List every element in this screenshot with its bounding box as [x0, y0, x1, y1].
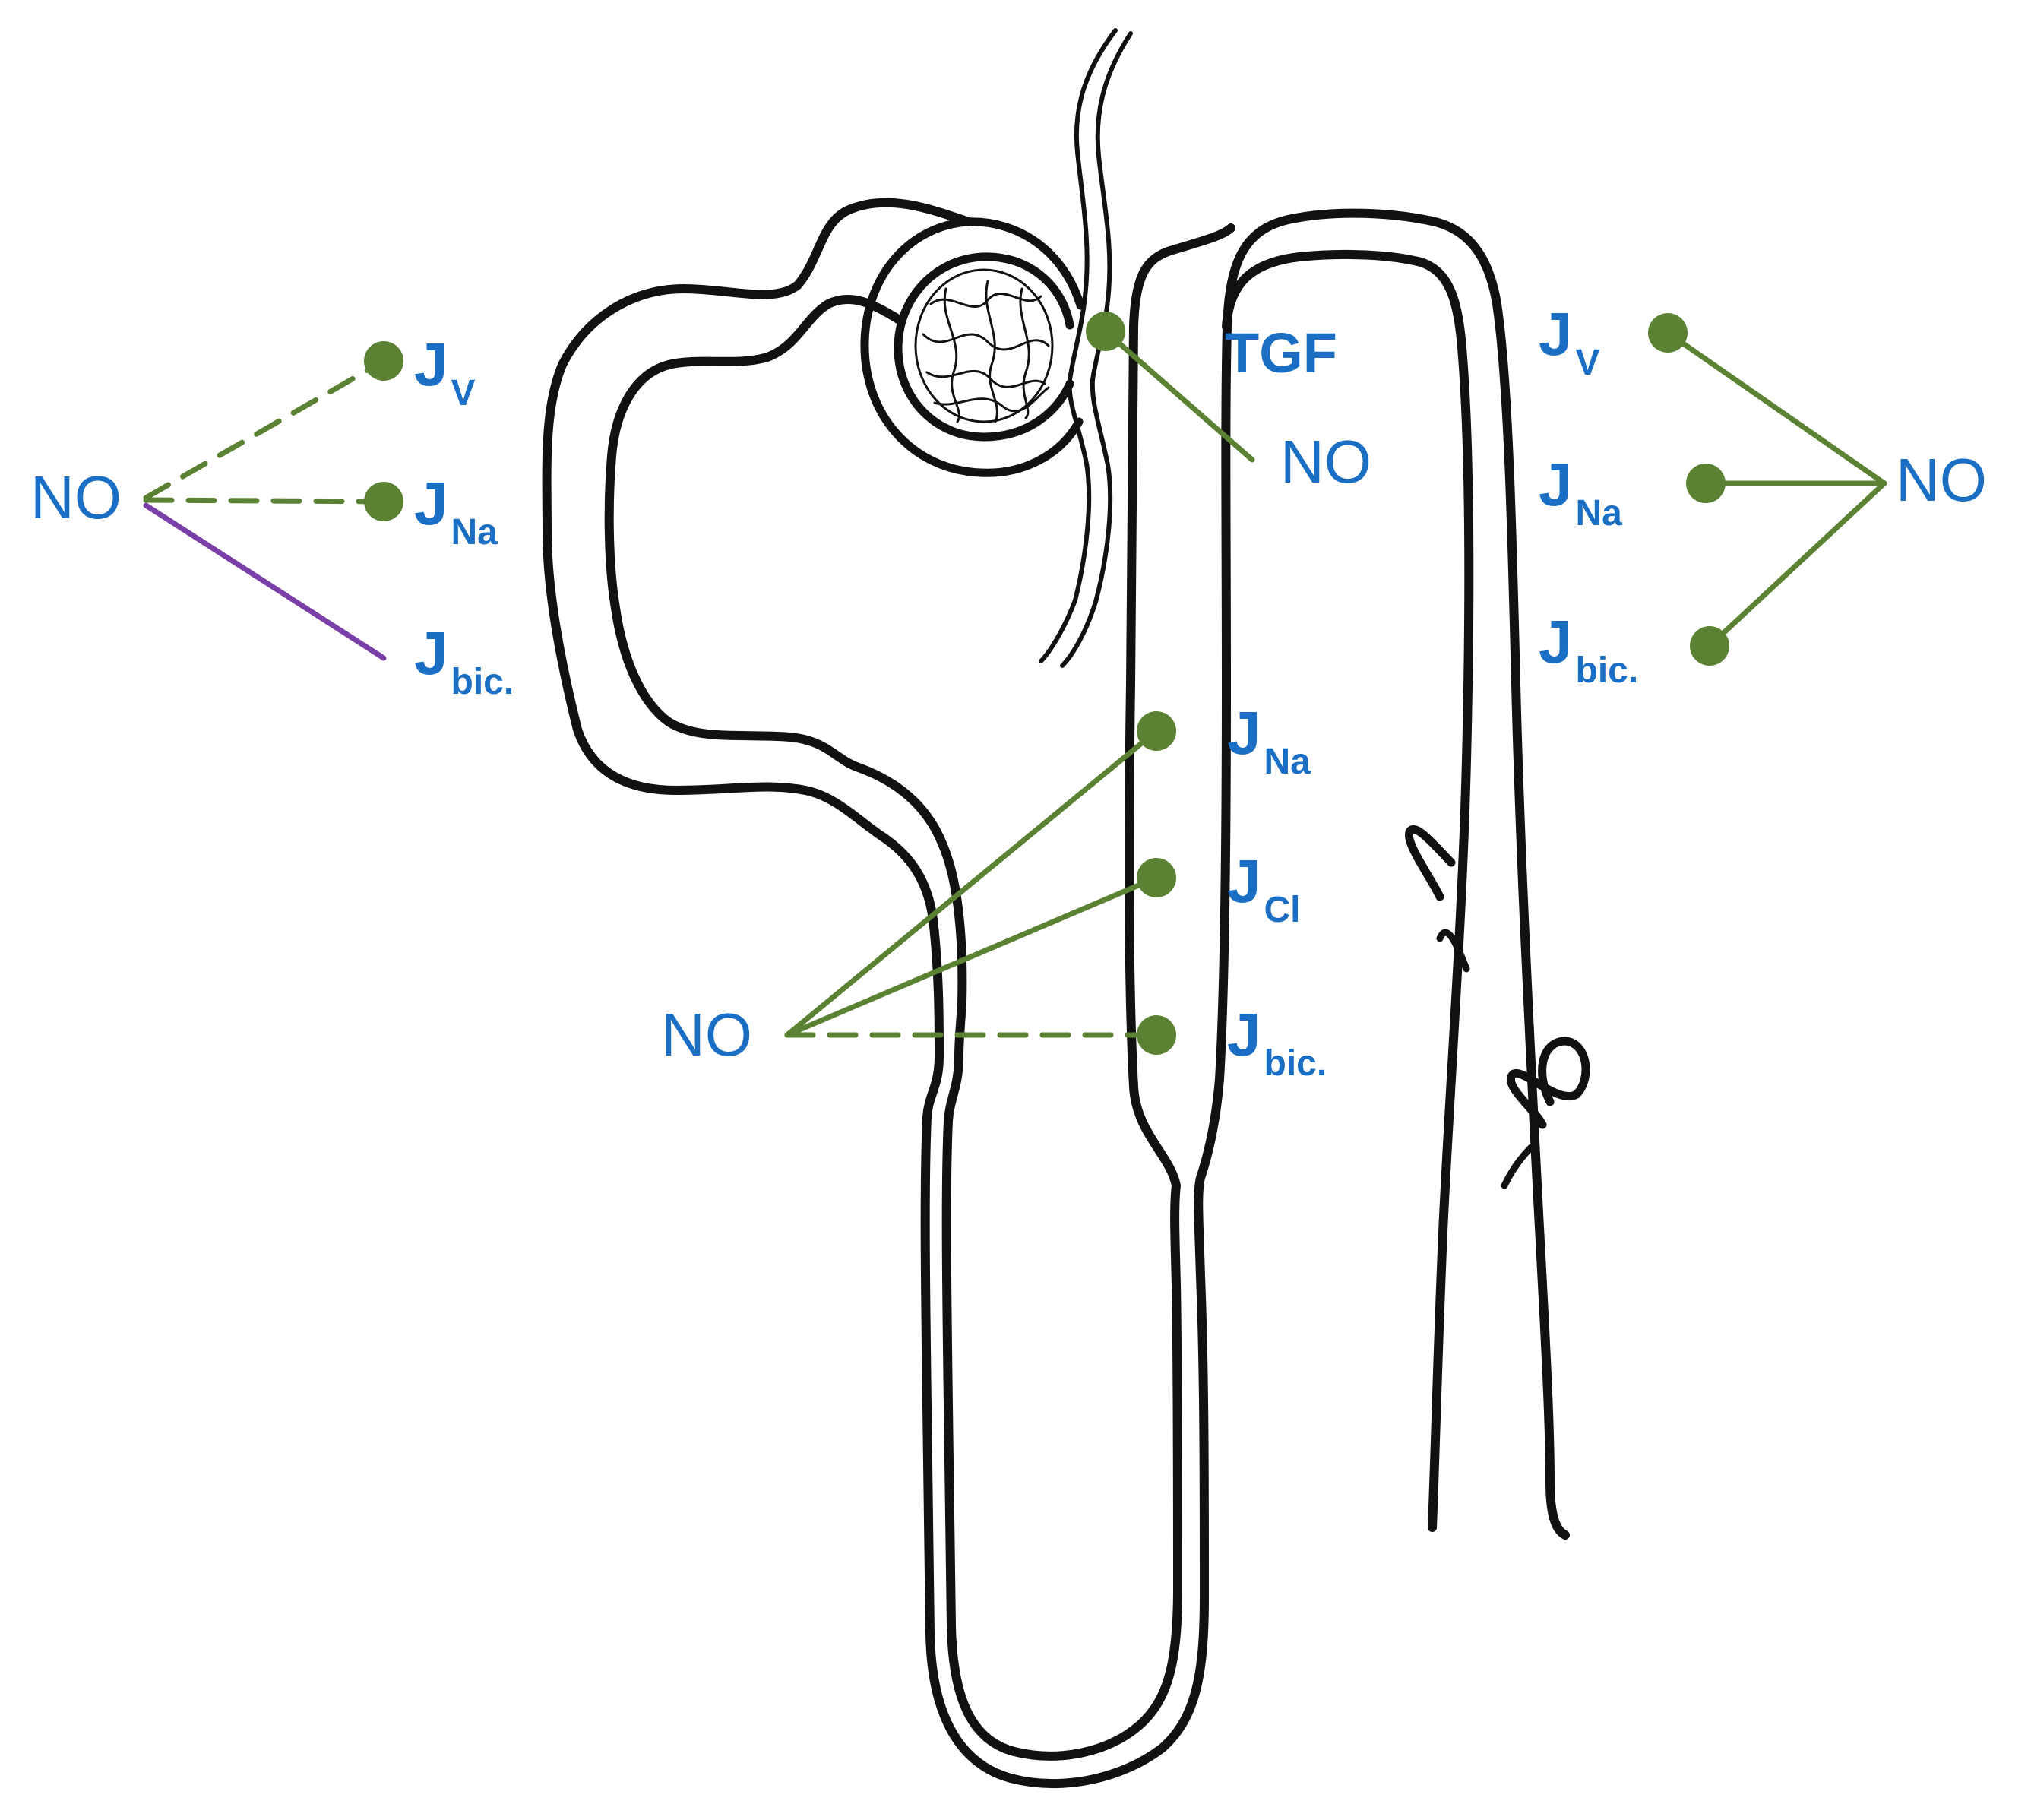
proximal-jv-label: JV [414, 331, 476, 412]
tal-jcl-sub: Cl [1264, 890, 1301, 930]
cd-jv-label: JV [1539, 304, 1600, 381]
tal-jna-main: J [1227, 699, 1261, 767]
distal-tubule-wall [1222, 249, 1474, 1532]
collecting-duct-branch-lower [1506, 1037, 1590, 1129]
connector-proximal-jna [143, 497, 387, 505]
tal-jbic-sub: bic. [1264, 1043, 1327, 1084]
arteriole-left [1039, 28, 1118, 663]
marker-proximal-jv [364, 341, 403, 381]
nephron-outline [542, 28, 1590, 1788]
tal-jcl-main: J [1227, 847, 1261, 915]
connector-tal-jna [784, 728, 1159, 1038]
proximal-jv-main: J [414, 331, 448, 398]
proximal-jbic-main: J [414, 619, 448, 687]
tal-jbic-main: J [1227, 1001, 1261, 1068]
proximal-jna-main: J [414, 470, 448, 537]
collecting-duct-branch-upper [1405, 825, 1456, 901]
collecting-duct-branch-lower2 [1501, 1144, 1535, 1189]
connector-tal-jcl [784, 875, 1159, 1038]
connector-proximal-jv [143, 358, 387, 501]
marker-cd-jbic [1690, 626, 1729, 666]
tal-jna-label: JNa [1227, 703, 1311, 780]
proximal-jna-label: JNa [414, 470, 498, 551]
proximal-jbic-label: Jbic. [414, 623, 514, 701]
loop-henle-outer [920, 208, 1570, 1788]
marker-tal-jbic [1137, 1015, 1176, 1055]
macula-densa-no-label: NO [1280, 428, 1371, 495]
cd-jna-main: J [1539, 451, 1573, 518]
marker-cd-jna [1686, 464, 1726, 503]
tgf-label: TGF [1225, 321, 1337, 385]
loop-henle-inner [941, 223, 1235, 1761]
connector-cd-jv [1665, 330, 1887, 486]
tal-jcl-label: JCl [1227, 851, 1301, 929]
bowmans-capsule-inner [894, 252, 1074, 442]
cd-jna-sub: Na [1575, 493, 1622, 533]
markers [364, 312, 1729, 1055]
tal-jna-sub: Na [1264, 742, 1311, 782]
marker-proximal-jna [364, 482, 403, 521]
cd-jbic-main: J [1539, 608, 1573, 676]
cd-jv-sub: V [1575, 343, 1600, 383]
cd-jv-main: J [1539, 300, 1573, 368]
marker-tal-jcl [1137, 858, 1176, 897]
marker-tal-jna [1137, 711, 1176, 751]
tal-no-label: NO [661, 1001, 752, 1068]
connector-proximal-jbic [143, 502, 387, 661]
tal-jbic-label: Jbic. [1227, 1005, 1327, 1082]
proximal-jbic-sub: bic. [451, 662, 514, 702]
connector-cd-jbic [1707, 480, 1887, 649]
proximal-jna-sub: Na [451, 512, 498, 552]
connector-tgf-no [1102, 328, 1255, 463]
marker-cd-jv [1648, 313, 1688, 353]
marker-tgf [1086, 312, 1125, 351]
cd-no-label: NO [1896, 446, 1987, 514]
bowmans-capsule-outer [860, 217, 1085, 477]
cd-jbic-sub: bic. [1575, 650, 1639, 691]
connectors [143, 328, 1887, 1038]
collecting-duct-branch-upper2 [1436, 929, 1470, 973]
proximal-jv-sub: V [451, 373, 476, 413]
glomerulus-capillaries [914, 268, 1054, 423]
cd-jna-label: JNa [1539, 451, 1622, 532]
arteriole-right [1060, 31, 1133, 668]
proximal-tubule-outer [542, 198, 973, 1061]
proximal-tubule-inner [604, 294, 967, 1061]
proximal-no-label: NO [30, 464, 122, 531]
cd-jbic-label: Jbic. [1539, 612, 1638, 689]
